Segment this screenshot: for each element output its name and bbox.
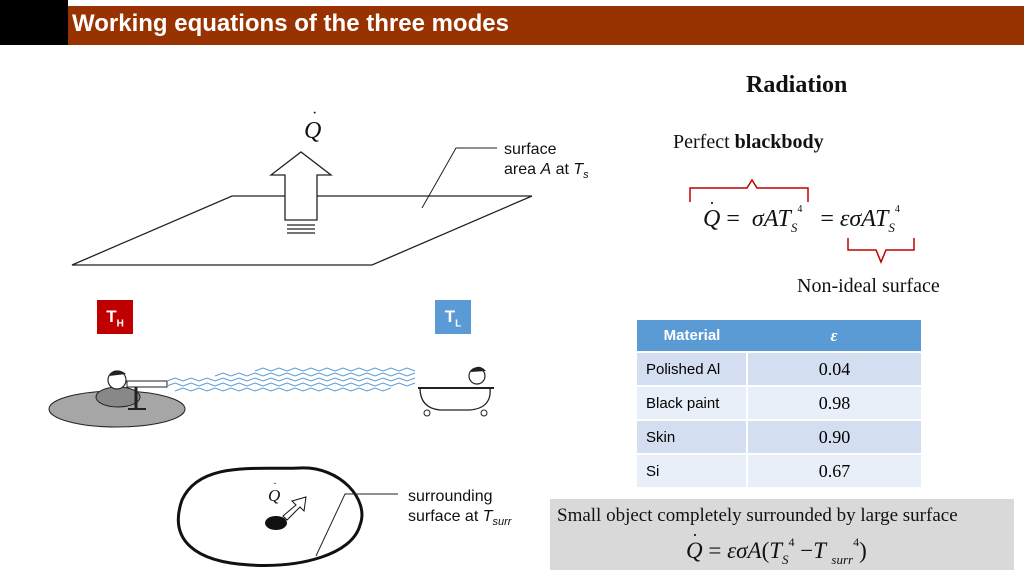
person-with-hose-icon (95, 370, 168, 410)
emissivity-table: Material ε Polished Al 0.04 Black paint … (637, 320, 921, 487)
small-object-icon (265, 516, 287, 530)
slide-title: Working equations of the three modes (72, 10, 509, 37)
emissivity-cell: 0.67 (747, 453, 921, 487)
q-dot-symbol: Q · (304, 105, 322, 144)
material-cell: Si (637, 453, 748, 487)
table-row: Si 0.67 (637, 453, 921, 487)
table-row: Black paint 0.98 (637, 385, 921, 420)
emissivity-cell: 0.04 (747, 351, 921, 386)
blackbody-label: Perfect blackbody (673, 131, 824, 153)
bathtub-icon (418, 366, 494, 417)
radiation-wave-stream (166, 367, 416, 392)
emissivity-cell: 0.98 (747, 385, 921, 420)
material-column-header: Material (637, 320, 747, 352)
net-radiation-equation: Q· = εσA(TS4 −T surr4) (686, 525, 867, 567)
radiation-equation: Q· = σATS4 = εσATS4 (703, 193, 900, 235)
material-cell: Black paint (637, 385, 748, 420)
surrounding-surface-blob (176, 466, 364, 567)
table-header-row: Material ε (637, 320, 921, 352)
surface-leader-line (421, 147, 497, 209)
surface-plate (71, 195, 533, 266)
table-row: Polished Al 0.04 (637, 351, 921, 386)
small-object-box (550, 499, 1014, 570)
non-ideal-surface-label: Non-ideal surface (797, 275, 940, 297)
title-accent-block (0, 0, 68, 45)
title-bar (0, 6, 1024, 45)
surrounding-surface-note: surrounding surface at Tsurr (408, 488, 512, 528)
small-object-caption: Small object completely surrounded by la… (557, 505, 958, 526)
non-ideal-bracket (847, 238, 915, 264)
heat-arrow-icon (269, 151, 333, 221)
emission-arrow-icon (282, 496, 307, 521)
cold-temperature-badge: TL (435, 300, 471, 334)
blackbody-bracket (689, 178, 809, 202)
emissivity-cell: 0.90 (747, 419, 921, 454)
material-cell: Polished Al (637, 351, 748, 386)
hot-temperature-badge: TH (97, 300, 133, 334)
material-cell: Skin (637, 419, 748, 454)
blob-q-dot-symbol: Q · (268, 476, 281, 505)
surrounding-leader-line (315, 493, 398, 557)
surface-area-note: surface area A at Ts (504, 141, 589, 181)
table-row: Skin 0.90 (637, 419, 921, 454)
emissivity-column-header: ε (747, 320, 921, 352)
radiation-heading: Radiation (746, 72, 848, 98)
